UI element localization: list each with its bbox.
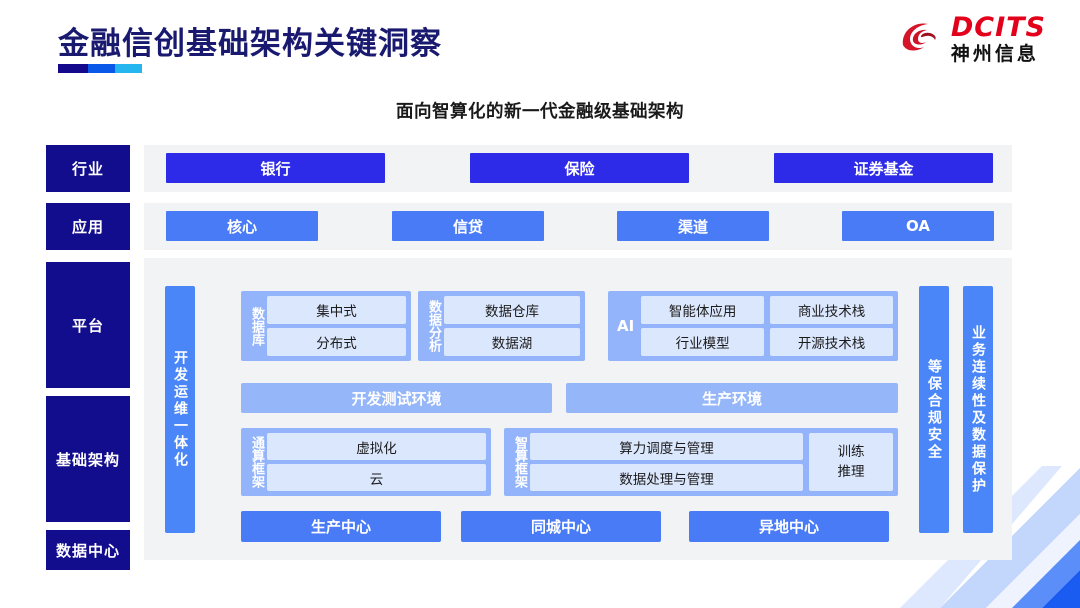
left-label-text: 基础架构: [55, 450, 120, 469]
cell-commercial-stack[interactable]: 商业技术栈: [770, 296, 894, 324]
env-label: 生产环境: [701, 389, 762, 408]
application-chip-channel[interactable]: 渠道: [617, 211, 769, 241]
devops-vertical-bar[interactable]: 开发运维一体化: [165, 286, 195, 533]
center-production[interactable]: 生产中心: [241, 511, 441, 542]
center-remote[interactable]: 异地中心: [689, 511, 889, 542]
application-chip-core[interactable]: 核心: [166, 211, 318, 241]
infer-label: 推理: [837, 464, 865, 480]
dcits-swirl-logo-icon: [897, 15, 945, 63]
left-label-text: 数据中心: [55, 541, 120, 560]
sidebar-item-industry[interactable]: 行业: [46, 145, 130, 192]
env-label: 开发测试环境: [351, 389, 442, 408]
cell-data-lake[interactable]: 数据湖: [444, 328, 580, 356]
industry-chip-bank[interactable]: 银行: [166, 153, 385, 183]
page-header: 金融信创基础架构关键洞察 DCITS 神州信息: [0, 0, 1080, 92]
left-label-text: 应用: [71, 218, 104, 236]
chip-label: 银行: [260, 159, 291, 178]
env-production[interactable]: 生产环境: [566, 383, 898, 413]
group-data-analysis-label: 数据分析: [426, 300, 441, 352]
group-ai[interactable]: AI 智能体应用 商业技术栈 行业模型 开源技术栈: [608, 291, 898, 361]
page-title: 金融信创基础架构关键洞察: [58, 26, 442, 62]
group-intelligent-compute-framework[interactable]: 智算框架 算力调度与管理 数据处理与管理 训练 推理: [504, 428, 898, 496]
cell-agent-application[interactable]: 智能体应用: [641, 296, 765, 324]
chip-label: OA: [906, 217, 930, 235]
group-database-label: 数据库: [249, 306, 264, 346]
left-label-text: 平台: [71, 316, 104, 335]
group-general-compute-label: 通算框架: [249, 436, 264, 488]
cell-opensource-stack[interactable]: 开源技术栈: [770, 328, 894, 356]
page-subtitle: 面向智算化的新一代金融级基础架构: [396, 102, 684, 122]
devops-label: 开发运维一体化: [172, 350, 188, 469]
env-dev-test[interactable]: 开发测试环境: [241, 383, 552, 413]
application-chip-oa[interactable]: OA: [842, 211, 994, 241]
cell-industry-model[interactable]: 行业模型: [641, 328, 765, 356]
cell-virtualization[interactable]: 虚拟化: [267, 433, 486, 460]
group-ai-label: AI: [617, 316, 635, 335]
group-data-analysis[interactable]: 数据分析 数据仓库 数据湖: [418, 291, 585, 361]
cell-centralized[interactable]: 集中式: [267, 296, 406, 324]
cell-train-infer[interactable]: 训练 推理: [809, 433, 893, 491]
industry-chip-insurance[interactable]: 保险: [470, 153, 689, 183]
group-database[interactable]: 数据库 集中式 分布式: [241, 291, 411, 361]
train-label: 训练: [837, 443, 865, 460]
cell-data-processing[interactable]: 数据处理与管理: [530, 464, 803, 491]
chip-label: 渠道: [677, 217, 708, 236]
continuity-label: 业务连续性及数据保护: [970, 324, 986, 495]
title-accent-bar: [58, 64, 142, 73]
brand-logo: DCITS 神州信息: [897, 14, 1046, 64]
sidebar-item-infrastructure[interactable]: 基础架构: [46, 396, 130, 522]
chip-label: 核心: [226, 217, 257, 236]
cell-distributed[interactable]: 分布式: [267, 328, 406, 356]
logo-chinese-name: 神州信息: [950, 43, 1039, 65]
logo-wordmark: DCITS: [950, 12, 1046, 43]
compliance-vertical-bar[interactable]: 等保合规安全: [919, 286, 949, 533]
chip-label: 信贷: [452, 217, 483, 236]
center-metro[interactable]: 同城中心: [461, 511, 661, 542]
group-general-compute-framework[interactable]: 通算框架 虚拟化 云: [241, 428, 491, 496]
cell-data-warehouse[interactable]: 数据仓库: [444, 296, 580, 324]
sidebar-item-application[interactable]: 应用: [46, 203, 130, 250]
sidebar-item-platform[interactable]: 平台: [46, 262, 130, 388]
industry-chip-securities[interactable]: 证券基金: [774, 153, 993, 183]
group-intelligent-compute-label: 智算框架: [512, 436, 527, 488]
left-label-text: 行业: [71, 160, 104, 178]
center-label: 同城中心: [530, 518, 591, 536]
application-chip-credit[interactable]: 信贷: [392, 211, 544, 241]
chip-label: 证券基金: [853, 159, 914, 178]
continuity-vertical-bar[interactable]: 业务连续性及数据保护: [963, 286, 993, 533]
platform-panel: 开发运维一体化 等保合规安全 业务连续性及数据保护 数据库 集中式 分布式 数据…: [144, 258, 1012, 560]
cell-cloud[interactable]: 云: [267, 464, 486, 491]
center-label: 生产中心: [310, 518, 371, 536]
center-label: 异地中心: [758, 518, 819, 536]
chip-label: 保险: [564, 159, 595, 178]
sidebar-item-datacenter[interactable]: 数据中心: [46, 530, 130, 570]
compliance-label: 等保合规安全: [926, 358, 942, 461]
cell-compute-scheduling[interactable]: 算力调度与管理: [530, 433, 803, 460]
